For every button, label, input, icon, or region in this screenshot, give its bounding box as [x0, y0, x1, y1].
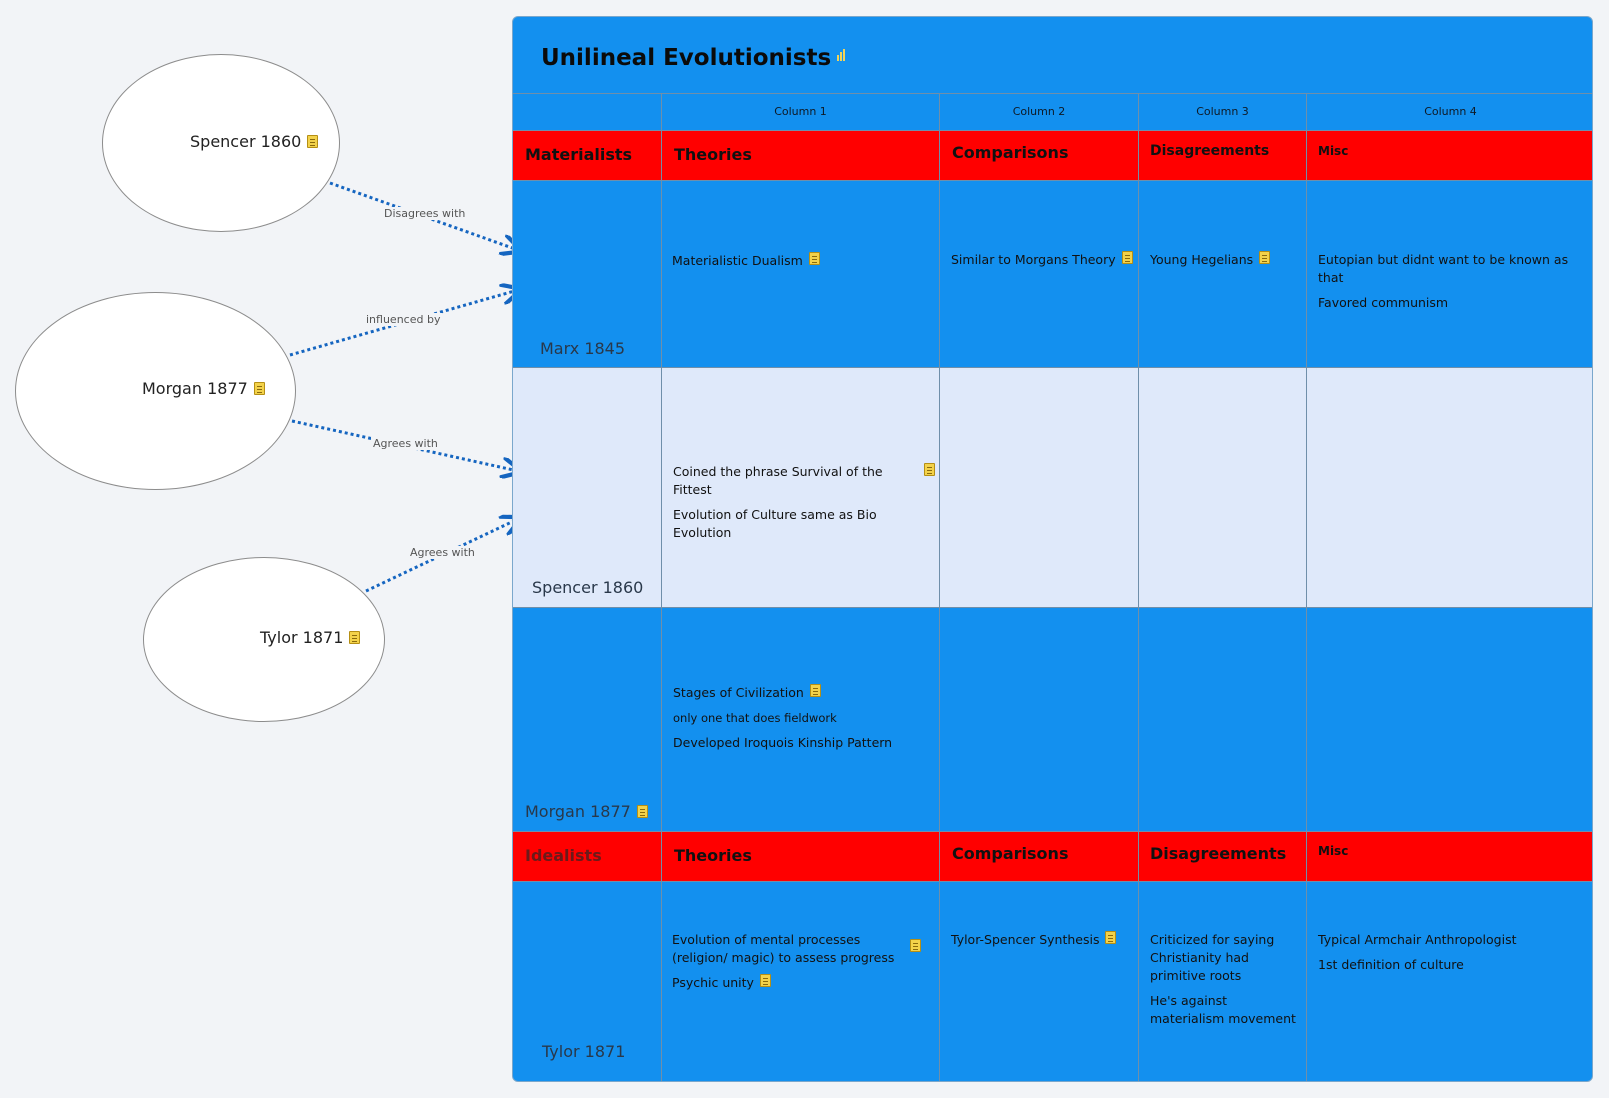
bubble-tylor[interactable] [143, 557, 385, 722]
idealists-disagreements-header[interactable]: Disagreements [1150, 844, 1287, 863]
grid-line [513, 881, 1592, 882]
row-label-spencer[interactable]: Spencer 1860 [532, 578, 644, 597]
note-icon[interactable] [1105, 931, 1117, 944]
marx-col3-text[interactable]: Young Hegelians [1150, 252, 1254, 267]
note-icon[interactable] [636, 805, 648, 818]
matrix-title[interactable]: Unilineal Evolutionists [541, 45, 846, 71]
grid-line [513, 831, 1592, 832]
link-label-agrees-tylor: Agrees with [408, 546, 477, 559]
tylor-col2-text[interactable]: Tylor-Spencer Synthesis [951, 932, 1100, 947]
note-icon[interactable] [349, 631, 361, 644]
spencer-col1-text-2[interactable]: Evolution of Culture same as Bio Evoluti… [673, 507, 877, 540]
marx-col4-line-2[interactable]: Favored communism [1318, 295, 1449, 310]
grid-line [513, 607, 1592, 608]
grid-line [939, 93, 940, 1081]
idealists-header-band [513, 831, 1592, 881]
bubble-tylor-label: Tylor 1871 [260, 628, 361, 647]
materialists-header-band [513, 130, 1592, 180]
tylor-col1-text-1[interactable]: Evolution of mental processes (religion/… [672, 932, 895, 965]
materialists-theories-header[interactable]: Theories [674, 145, 752, 164]
grid-line [1306, 93, 1307, 1081]
spencer-col1-text-1[interactable]: Coined the phrase Survival of the Fittes… [673, 464, 883, 497]
tylor-col4: Typical Armchair Anthropologist 1st defi… [1318, 931, 1592, 981]
grid-line [1138, 93, 1139, 1081]
grid-line [513, 93, 1592, 94]
note-icon[interactable] [808, 252, 820, 265]
note-icon[interactable] [253, 382, 265, 395]
link-label-disagrees: Disagrees with [382, 207, 468, 220]
marx-col3: Young Hegelians [1150, 251, 1300, 276]
marx-col1: Materialistic Dualism [672, 252, 932, 277]
matrix-panel: Unilineal Evolutionists Column 1 Column … [512, 16, 1593, 1082]
materialists-comparisons-header[interactable]: Comparisons [952, 143, 1069, 162]
morgan-col1-text-1[interactable]: Stages of Civilization [673, 685, 804, 700]
tylor-col4-text-1[interactable]: Typical Armchair Anthropologist [1318, 932, 1517, 947]
materialists-misc-header[interactable]: Misc [1318, 144, 1349, 158]
matrix-title-text: Unilineal Evolutionists [541, 45, 832, 71]
bubble-tylor-text: Tylor 1871 [260, 628, 344, 647]
spencer-row-bg [513, 367, 1592, 607]
column-header-1[interactable]: Column 1 [774, 104, 827, 118]
tylor-col3-text-1[interactable]: Criticized for saying Christianity had p… [1150, 932, 1275, 983]
note-icon[interactable] [910, 939, 921, 952]
grid-line [513, 180, 1592, 181]
chart-bars-icon [837, 49, 846, 61]
morgan-col1-text-3[interactable]: Developed Iroquois Kinship Pattern [673, 735, 893, 750]
morgan-col1-text-2[interactable]: only one that does fieldwork [673, 711, 837, 725]
row-label-marx[interactable]: Marx 1845 [540, 339, 626, 358]
note-icon[interactable] [924, 463, 935, 476]
row-label-morgan[interactable]: Morgan 1877 [525, 802, 648, 821]
tylor-col1: Evolution of mental processes (religion/… [672, 931, 934, 999]
tylor-col4-text-2[interactable]: 1st definition of culture [1318, 957, 1464, 972]
note-icon[interactable] [1259, 251, 1271, 264]
bubble-morgan[interactable] [15, 292, 296, 490]
column-header-4[interactable]: Column 4 [1424, 104, 1477, 118]
grid-line [513, 130, 1592, 131]
spencer-col1: Coined the phrase Survival of the Fittes… [673, 463, 935, 549]
row-label-morgan-text: Morgan 1877 [525, 802, 631, 821]
grid-line [661, 93, 662, 1081]
materialists-disagreements-header[interactable]: Disagreements [1150, 143, 1270, 159]
column-header-3[interactable]: Column 3 [1196, 104, 1249, 118]
marx-col2: Similar to Morgans Theory [951, 251, 1136, 276]
bubble-morgan-label: Morgan 1877 [142, 379, 265, 398]
link-label-influenced: influenced by [364, 313, 443, 326]
marx-col4: Eutopian but didnt want to be known as t… [1318, 251, 1592, 319]
idealists-theories-header[interactable]: Theories [674, 846, 752, 865]
tylor-col2: Tylor-Spencer Synthesis [951, 931, 1136, 956]
tylor-col3-text-2[interactable]: He's against materialism movement [1150, 993, 1296, 1026]
bubble-spencer-label: Spencer 1860 [190, 132, 319, 151]
marx-col2-text[interactable]: Similar to Morgans Theory [951, 252, 1116, 267]
tylor-col3: Criticized for saying Christianity had p… [1150, 931, 1300, 1035]
materialists-group-label[interactable]: Materialists [525, 145, 633, 164]
idealists-misc-header[interactable]: Misc [1318, 844, 1349, 858]
column-header-2[interactable]: Column 2 [1012, 104, 1066, 118]
tylor-col1-text-2[interactable]: Psychic unity [672, 975, 754, 990]
morgan-col1: Stages of Civilization only one that doe… [673, 684, 935, 759]
idealists-comparisons-header[interactable]: Comparisons [952, 844, 1069, 863]
bubble-spencer-text: Spencer 1860 [190, 132, 302, 151]
bubble-spencer[interactable] [102, 54, 340, 232]
marx-col1-text[interactable]: Materialistic Dualism [672, 253, 803, 268]
row-label-tylor[interactable]: Tylor 1871 [542, 1042, 626, 1061]
idealists-group-label[interactable]: Idealists [525, 846, 602, 865]
marx-col4-line-1[interactable]: Eutopian but didnt want to be known as t… [1318, 252, 1569, 285]
link-label-agrees-morgan: Agrees with [371, 437, 440, 450]
note-icon[interactable] [809, 684, 821, 697]
bubble-morgan-text: Morgan 1877 [142, 379, 248, 398]
note-icon[interactable] [307, 135, 319, 148]
grid-line [513, 367, 1592, 368]
note-icon[interactable] [1121, 251, 1133, 264]
note-icon[interactable] [759, 974, 771, 987]
